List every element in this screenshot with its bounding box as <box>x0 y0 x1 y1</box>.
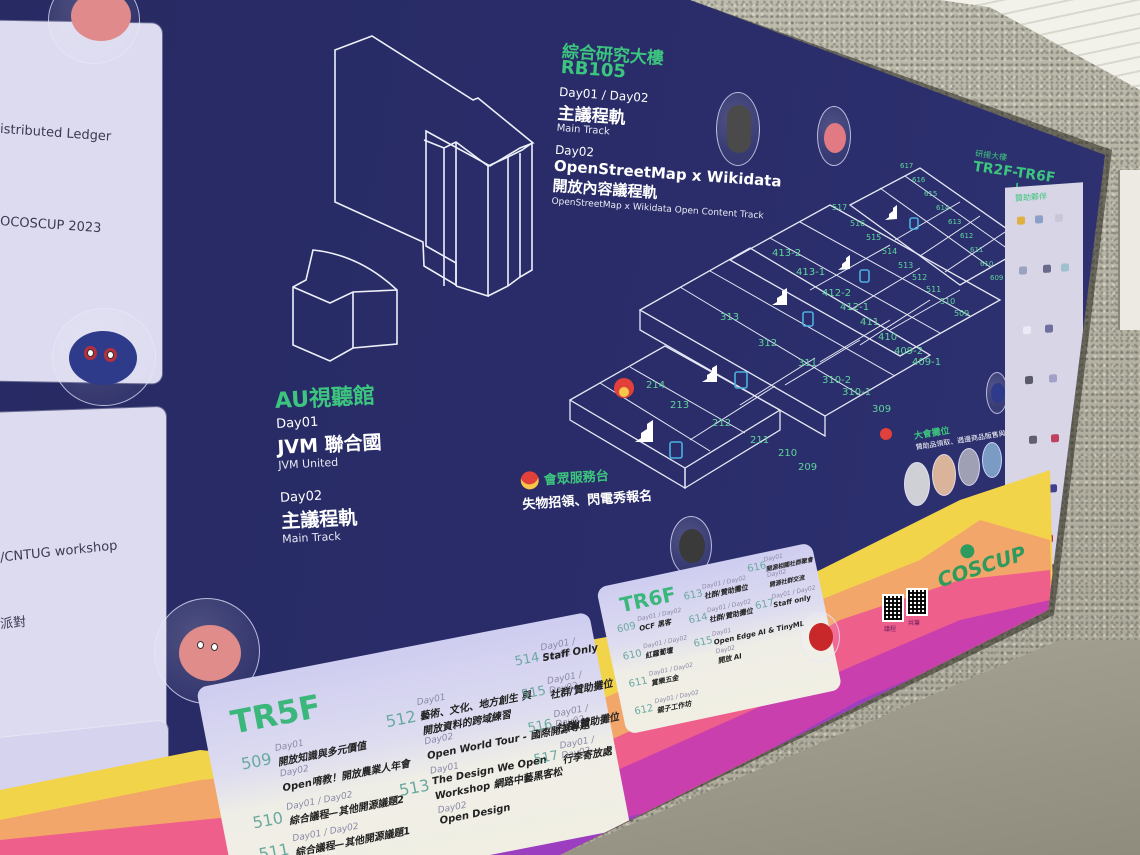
room-number: 510 <box>251 807 285 833</box>
room-number: 514 <box>513 650 541 670</box>
svg-text:313: 313 <box>720 312 739 323</box>
tshirt-item-icon <box>932 454 956 496</box>
room-number: 511 <box>257 839 291 855</box>
room-number: 611 <box>627 675 649 691</box>
svg-text:411: 411 <box>860 317 879 328</box>
black-mascot-icon <box>727 105 751 153</box>
svg-text:413-2: 413-2 <box>772 248 801 259</box>
pink-mascot-icon <box>71 0 131 41</box>
merch-item-icon <box>982 442 1002 478</box>
room-number: 509 <box>239 749 274 774</box>
stairs-icon <box>635 205 897 442</box>
svg-text:512: 512 <box>912 273 927 282</box>
room-number: 613 <box>682 588 704 603</box>
room-number: 612 <box>633 702 655 718</box>
svg-text:615: 615 <box>924 190 937 198</box>
svg-text:514: 514 <box>882 247 897 256</box>
room-number: 610 <box>621 648 643 663</box>
pink-rabbit-mascot-icon <box>179 625 241 681</box>
svg-text:412-1: 412-1 <box>840 302 869 313</box>
black-mascot-icon <box>679 529 705 563</box>
room-number: 615 <box>692 635 714 650</box>
mascot-bubble <box>800 612 840 662</box>
svg-text:310-2: 310-2 <box>822 375 851 386</box>
svg-text:412-2: 412-2 <box>822 288 851 299</box>
svg-text:312: 312 <box>758 338 777 349</box>
red-mascot-icon <box>809 623 833 651</box>
badge-item-icon <box>904 462 930 506</box>
svg-text:516: 516 <box>850 219 865 228</box>
mascot-bubble <box>817 106 851 166</box>
svg-text:611: 611 <box>970 246 983 254</box>
qr-label: 共筆 <box>908 620 921 627</box>
window-frame <box>1118 170 1140 330</box>
room-number: 513 <box>397 775 432 800</box>
svg-text:212: 212 <box>712 418 731 429</box>
room-number: 609 <box>616 620 638 636</box>
room-number: 515 <box>519 683 548 703</box>
svg-text:612: 612 <box>960 232 973 240</box>
svg-text:511: 511 <box>926 285 941 294</box>
svg-text:213: 213 <box>670 400 689 411</box>
svg-text:610: 610 <box>980 260 993 268</box>
svg-text:209: 209 <box>798 462 817 473</box>
svg-text:614: 614 <box>936 204 950 212</box>
panel-title: TR5F <box>227 686 324 742</box>
svg-text:413-1: 413-1 <box>796 267 825 278</box>
qr-label: 議程 <box>884 626 897 633</box>
room-number: 614 <box>687 611 709 627</box>
isometric-floor-map: 214 213 212 211 210 209 313 312 311 310-… <box>568 162 1032 490</box>
svg-text:509: 509 <box>954 309 969 318</box>
booth-marker-icon <box>880 428 892 440</box>
svg-text:515: 515 <box>866 233 881 242</box>
svg-text:409-2: 409-2 <box>894 346 923 357</box>
svg-text:513: 513 <box>898 261 913 270</box>
svg-text:613: 613 <box>948 218 961 226</box>
svg-text:211: 211 <box>750 435 769 446</box>
svg-text:210: 210 <box>778 448 797 459</box>
mascot-bubble <box>52 308 156 406</box>
svg-text:616: 616 <box>912 176 926 184</box>
pink-mascot-icon <box>824 123 846 153</box>
svg-text:409-1: 409-1 <box>912 357 941 368</box>
svg-text:609: 609 <box>990 274 1003 282</box>
elevator-icon <box>669 217 919 459</box>
building-outline-drawings <box>292 35 535 362</box>
mascot-bubble <box>716 92 760 166</box>
svg-text:510: 510 <box>940 297 955 306</box>
svg-text:311: 311 <box>798 358 817 369</box>
svg-text:214: 214 <box>646 380 665 391</box>
svg-text:617: 617 <box>900 162 913 170</box>
blue-mascot-icon <box>991 383 1005 403</box>
qr-code-notes <box>906 588 928 616</box>
room-number: 512 <box>384 706 418 732</box>
qr-code-agenda <box>882 594 904 622</box>
sticker-item-icon <box>958 448 980 486</box>
svg-text:310-1: 310-1 <box>842 387 871 398</box>
svg-text:309: 309 <box>872 404 891 415</box>
svg-text:517: 517 <box>832 203 847 212</box>
blue-mascot-icon <box>69 331 137 385</box>
svg-text:410: 410 <box>878 332 897 343</box>
